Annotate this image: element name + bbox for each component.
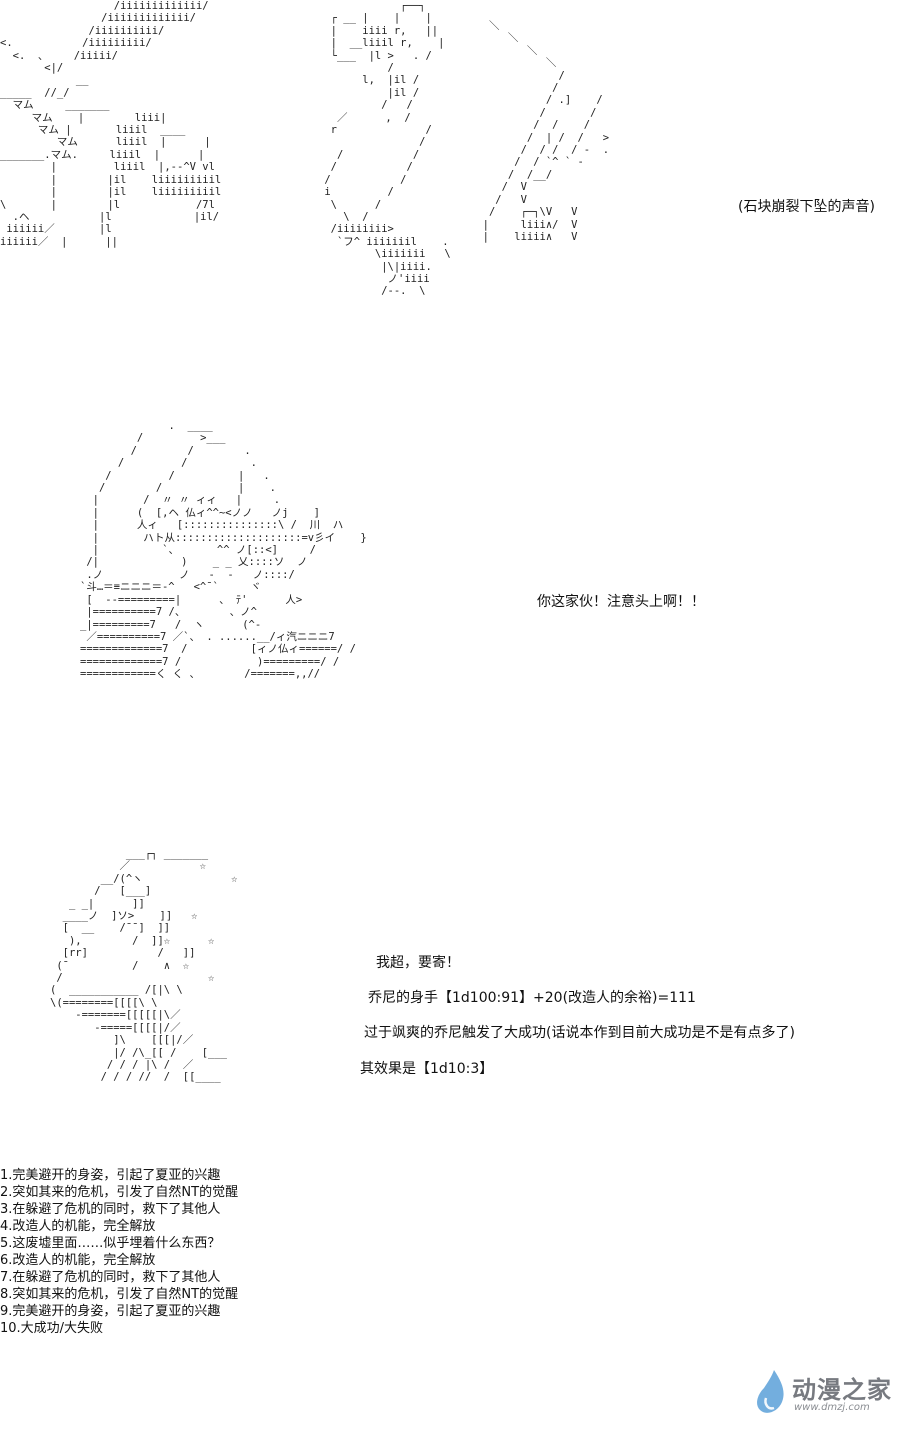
list-item: 9.完美避开的身姿，引起了夏亚的兴趣 bbox=[0, 1304, 221, 1319]
list-item: 1.完美避开的身姿，引起了夏亚的兴趣 bbox=[0, 1168, 221, 1183]
ascii-art-falling-block: ┌──┐ ┌ __ | | | | iiii r, || | __liiil r… bbox=[324, 0, 451, 298]
list-item: 8.突如其来的危机，引发了自然NT的觉醒 bbox=[0, 1287, 239, 1302]
list-item: 2.突如其来的危机，引发了自然NT的觉醒 bbox=[0, 1185, 239, 1200]
critical-success-note: 过于飒爽的乔尼触发了大成功(话说本作到目前大成功是不是有点多了) bbox=[364, 1025, 795, 1041]
list-item: 3.在躲避了危机的同时，救下了其他人 bbox=[0, 1202, 221, 1217]
list-item: 4.改造人的机能，完全解放 bbox=[0, 1219, 156, 1234]
list-item: 10.大成功/大失败 bbox=[0, 1321, 104, 1336]
choice-list: 1.完美避开的身姿，引起了夏亚的兴趣 2.突如其来的危机，引发了自然NT的觉醒 … bbox=[0, 1167, 238, 1337]
speech-warning: 你这家伙！注意头上啊！！ bbox=[537, 594, 705, 610]
dice-roll-effect: 其效果是【1d10:3】 bbox=[360, 1061, 494, 1077]
watermark-title: 动漫之家 bbox=[792, 1376, 892, 1404]
list-item: 5.这废墟里面……似乎埋着什么东西？ bbox=[0, 1236, 221, 1251]
ascii-art-character-dodge: ___┌┐ _______ ／ ☆ __/(^ヽ ☆ / [___] _ _| … bbox=[50, 848, 238, 1084]
dice-roll-agility: 乔尼的身手【1d100:91】+20(改造人的余裕)=111 bbox=[368, 990, 696, 1006]
ascii-art-ruins-left: /iiiiiiiiiiiii/ /iiiiiiiiiiiii/ /iiiiiii… bbox=[0, 0, 222, 248]
site-watermark: 动漫之家 www.dmzj.com bbox=[752, 1368, 902, 1420]
ascii-art-block-outline: ＼ ＼ ＼ ＼ / / / .] / / / / / / / | / / > /… bbox=[482, 20, 610, 243]
sound-effect-caption: (石块崩裂下坠的声音) bbox=[738, 199, 875, 215]
ascii-art-character-warning: . ____ / >___ / / . / / . / / | . / / | … bbox=[80, 420, 367, 681]
list-item: 6.改造人的机能，完全解放 bbox=[0, 1253, 156, 1268]
water-drop-icon bbox=[757, 1370, 784, 1413]
list-item: 7.在躲避了危机的同时，救下了其他人 bbox=[0, 1270, 221, 1285]
watermark-url: www.dmzj.com bbox=[794, 1402, 870, 1413]
dialogue-line-1: 我超，要寄！ bbox=[376, 955, 460, 971]
